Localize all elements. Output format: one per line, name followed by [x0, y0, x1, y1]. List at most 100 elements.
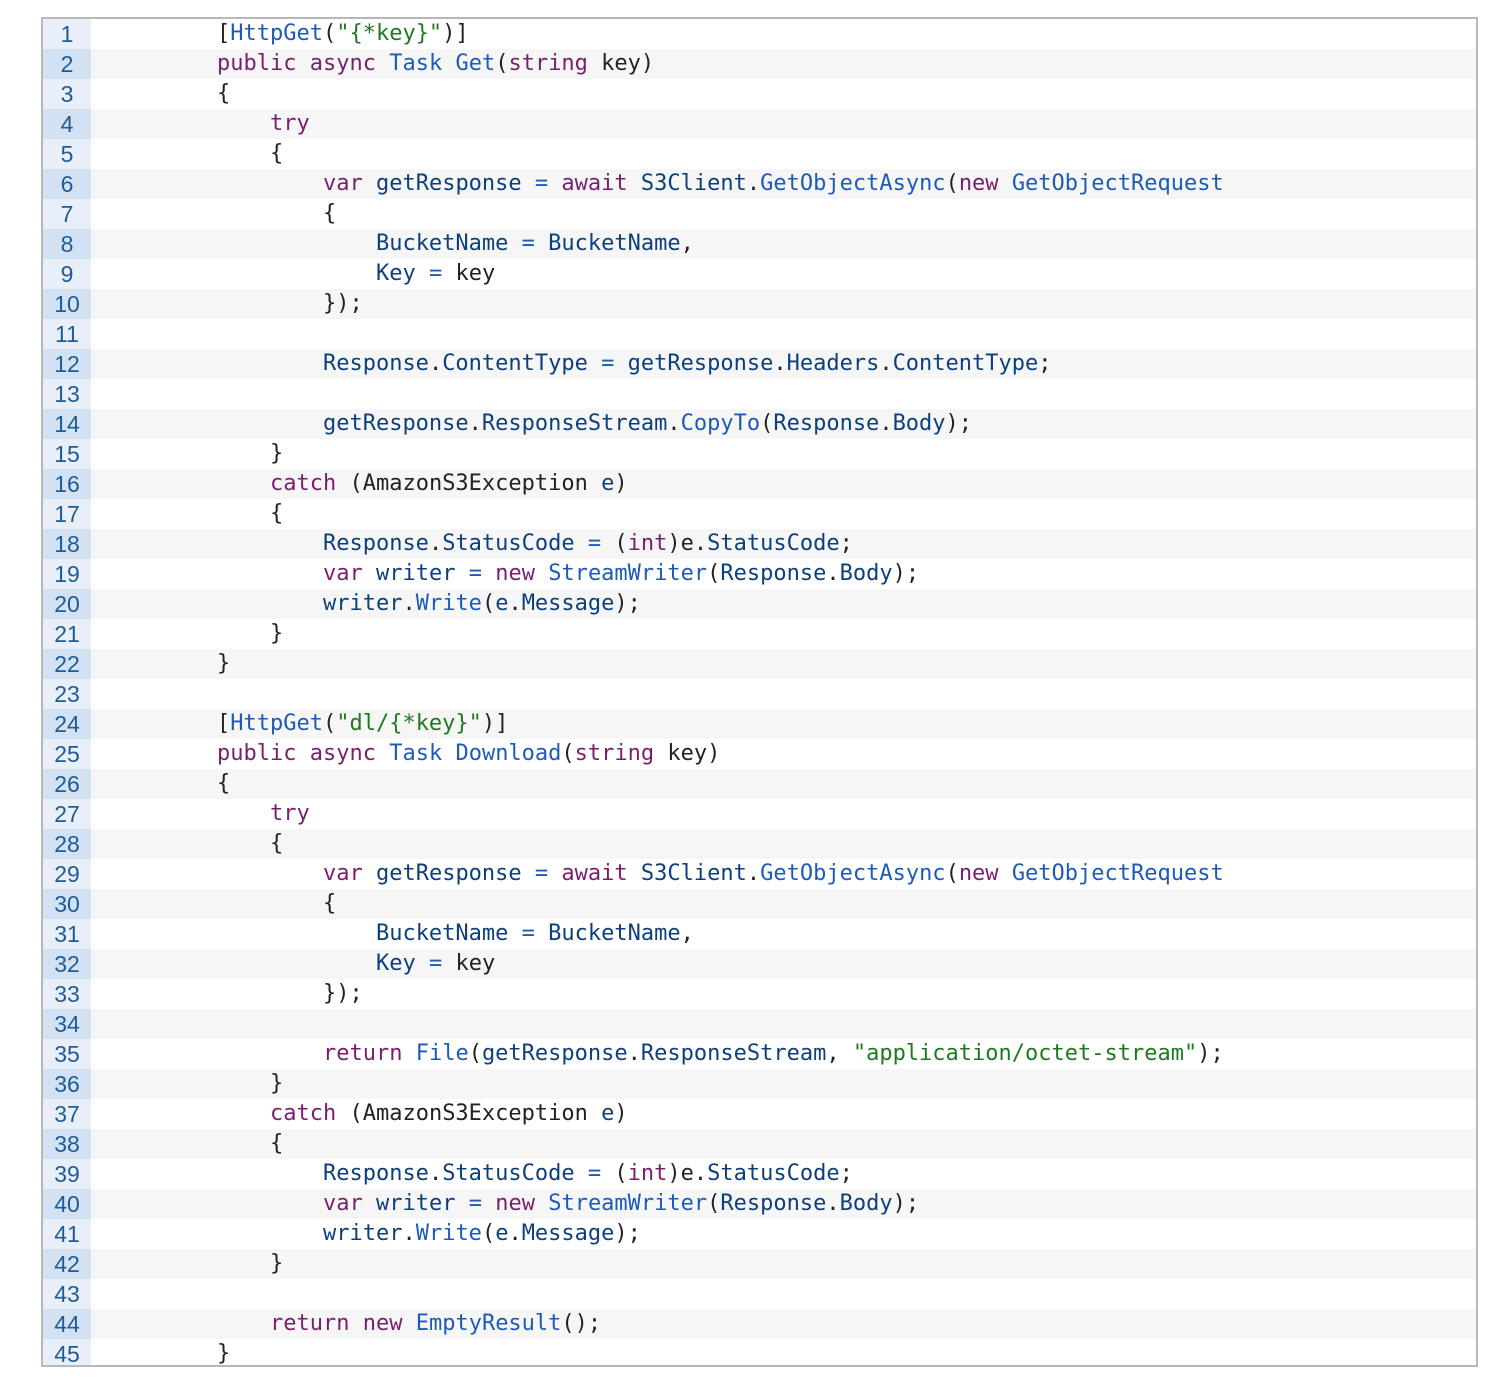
- code-token: [: [217, 21, 231, 46]
- code-line: 21 }: [43, 619, 1476, 649]
- code-line: 14 getResponse.ResponseStream.CopyTo(Res…: [43, 409, 1476, 439]
- code-token: [349, 1311, 362, 1336]
- code-token: [442, 741, 455, 766]
- code-token: EmptyResult: [415, 1311, 562, 1336]
- line-code: {: [217, 769, 230, 799]
- line-code: catch (AmazonS3Exception e): [217, 1099, 628, 1129]
- code-token: [508, 921, 521, 946]
- code-token: [999, 171, 1012, 196]
- code-token: getResponse: [375, 171, 522, 196]
- line-code: [HttpGet("{*key}")]: [217, 19, 469, 49]
- code-token: StatusCode: [442, 1161, 575, 1186]
- line-code: writer.Write(e.Message);: [217, 1219, 641, 1249]
- code-token: HttpGet: [230, 21, 323, 46]
- code-token: ,: [680, 231, 694, 256]
- line-code: var getResponse = await S3Client.GetObje…: [217, 169, 1224, 199]
- code-token: Response: [720, 561, 827, 586]
- code-token: [455, 1191, 468, 1216]
- code-token: BucketName: [548, 231, 681, 256]
- code-token: e: [601, 471, 615, 496]
- code-token: [522, 861, 535, 886]
- code-line: 15 }: [43, 439, 1476, 469]
- code-line: 22}: [43, 649, 1476, 679]
- code-token: public: [217, 51, 297, 76]
- code-token: getResponse: [481, 1041, 628, 1066]
- code-token: .: [746, 171, 761, 196]
- code-token: [575, 531, 588, 556]
- code-token: StreamWriter: [548, 561, 708, 586]
- line-code: return new EmptyResult();: [217, 1309, 601, 1339]
- code-line: 18 Response.StatusCode = (int)e.StatusCo…: [43, 529, 1476, 559]
- code-token: var: [322, 1191, 363, 1216]
- line-code: var writer = new StreamWriter(Response.B…: [217, 1189, 919, 1219]
- code-token: (: [336, 1101, 363, 1126]
- code-token: Response: [322, 531, 429, 556]
- code-token: writer: [322, 1221, 403, 1246]
- code-token: HttpGet: [230, 711, 323, 736]
- line-code: try: [217, 799, 310, 829]
- code-token: BucketName: [548, 921, 681, 946]
- code-token: [588, 1101, 601, 1126]
- line-code: try: [217, 109, 310, 139]
- code-token: [535, 561, 548, 586]
- code-token: e: [495, 1221, 509, 1246]
- code-token: .: [402, 591, 416, 616]
- code-token: [402, 1041, 415, 1066]
- code-line: 24[HttpGet("dl/{*key}")]: [43, 709, 1476, 739]
- code-token: =: [587, 1161, 602, 1186]
- code-token: new: [958, 171, 999, 196]
- code-token: getResponse: [322, 411, 469, 436]
- code-line: 33 });: [43, 979, 1476, 1009]
- code-token: }: [217, 441, 284, 466]
- code-token: [575, 1161, 588, 1186]
- code-token: ResponseStream: [640, 1041, 827, 1066]
- code-token: (: [707, 561, 721, 586]
- code-line: 30 {: [43, 889, 1476, 919]
- code-token: }: [217, 1251, 284, 1276]
- code-token: (: [601, 531, 628, 556]
- code-token: }: [217, 1071, 284, 1096]
- code-line: 19 var writer = new StreamWriter(Respons…: [43, 559, 1476, 589]
- code-token: [508, 231, 521, 256]
- code-token: );: [892, 1191, 920, 1216]
- code-token: [363, 171, 376, 196]
- code-token: try: [269, 801, 310, 826]
- code-token: [442, 51, 455, 76]
- code-token: ResponseStream: [481, 411, 668, 436]
- code-token: =: [534, 861, 549, 886]
- code-token: writer: [375, 1191, 456, 1216]
- code-token: Headers: [786, 351, 880, 376]
- line-number: 1: [43, 19, 91, 49]
- code-token: [296, 51, 309, 76]
- code-token: var: [322, 561, 363, 586]
- code-token: public: [217, 741, 297, 766]
- code-token: {: [217, 1131, 284, 1156]
- line-code: }: [217, 1069, 283, 1099]
- code-token: var: [322, 171, 363, 196]
- line-number: 19: [43, 559, 91, 589]
- code-token: S3Client: [640, 171, 747, 196]
- code-token: try: [269, 111, 310, 136]
- code-token: )e.: [667, 531, 708, 556]
- code-token: .: [826, 1191, 840, 1216]
- code-token: [535, 231, 548, 256]
- code-token: (: [945, 171, 959, 196]
- code-token: }: [217, 651, 231, 676]
- code-token: new: [958, 861, 999, 886]
- line-code: }: [217, 649, 230, 679]
- code-line: 1 [HttpGet("{*key}")]: [43, 19, 1476, 49]
- code-line: 42 }: [43, 1249, 1476, 1279]
- code-token: )]: [481, 711, 509, 736]
- code-token: Response: [322, 351, 429, 376]
- code-token: .: [402, 1221, 416, 1246]
- code-line: 10 });: [43, 289, 1476, 319]
- line-code: {: [217, 79, 230, 109]
- code-token: await: [561, 171, 628, 196]
- code-token: int: [627, 1161, 668, 1186]
- line-code: Response.ContentType = getResponse.Heade…: [217, 349, 1052, 379]
- code-token: {: [217, 141, 284, 166]
- line-number: 34: [43, 1009, 91, 1039]
- line-code: });: [217, 979, 363, 1009]
- code-token: [999, 861, 1012, 886]
- code-token: new: [362, 1311, 403, 1336]
